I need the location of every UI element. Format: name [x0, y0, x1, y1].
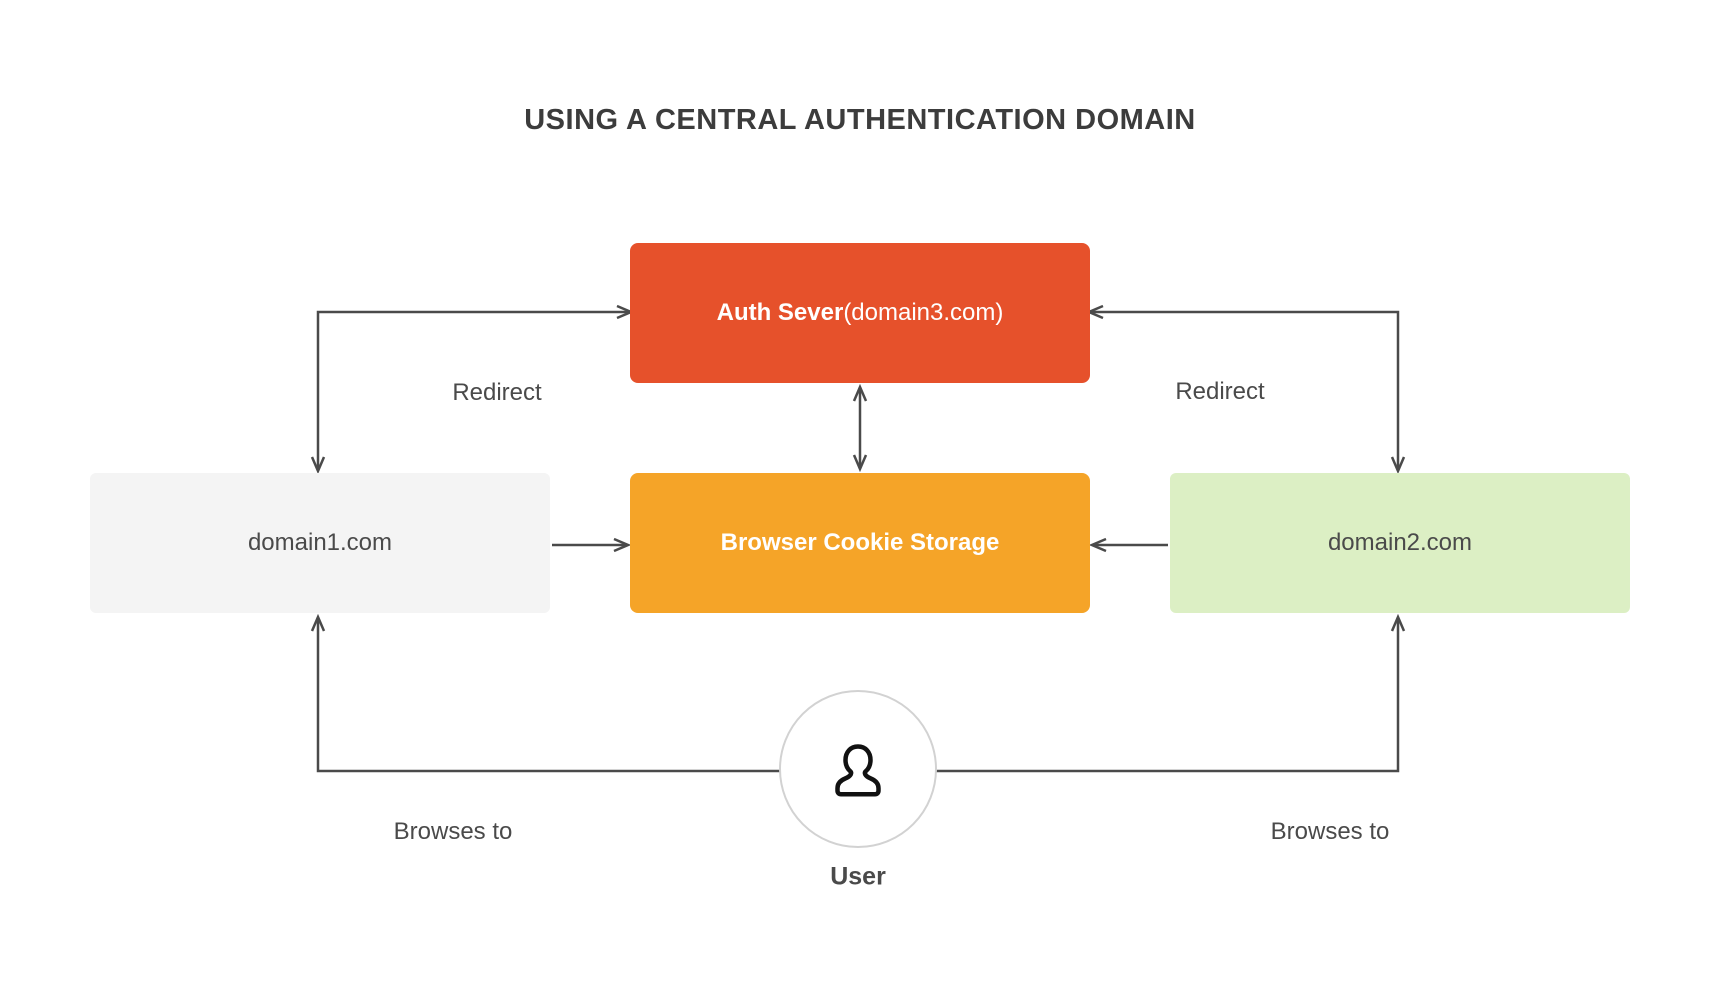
node-domain1: domain1.com [90, 473, 550, 613]
edge-label-browses-to-left: Browses to [393, 818, 513, 845]
auth-server-domain: (domain3.com) [843, 299, 1004, 326]
user-node [779, 690, 937, 848]
node-domain2: domain2.com [1170, 473, 1630, 613]
domain2-label: domain2.com [1327, 529, 1473, 556]
node-auth-server: Auth Sever (domain3.com) [630, 243, 1090, 383]
edge-label-redirect-left: Redirect [452, 379, 542, 406]
auth-server-name: Auth Sever [716, 299, 844, 326]
person-icon [835, 744, 881, 797]
user-label: User [830, 862, 886, 891]
arrow-user-to-domain2 [936, 617, 1398, 773]
page-title: USING A CENTRAL AUTHENTICATION DOMAIN [524, 104, 1196, 136]
arrow-user-to-domain1 [318, 617, 780, 773]
cookie-storage-label: Browser Cookie Storage [720, 529, 1000, 556]
edge-label-redirect-right: Redirect [1175, 378, 1265, 405]
domain1-label: domain1.com [247, 529, 393, 556]
edge-label-browses-to-right: Browses to [1270, 818, 1390, 845]
node-browser-cookie-storage: Browser Cookie Storage [630, 473, 1090, 613]
